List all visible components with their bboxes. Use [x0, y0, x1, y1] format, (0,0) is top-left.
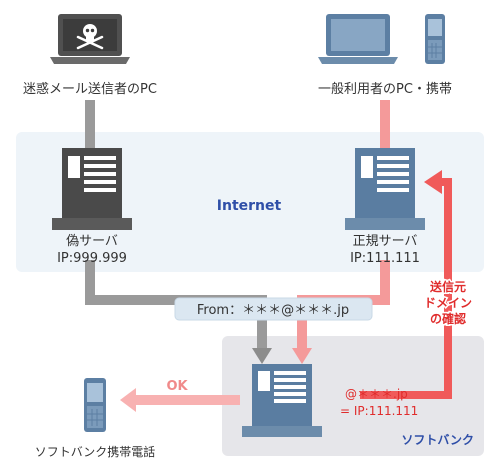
internet-label: Internet: [217, 198, 282, 214]
verify-label-line1: 送信元: [429, 279, 466, 294]
domain-match-line1: @＊＊＊.jp: [345, 387, 408, 401]
verify-label-line3: の確認: [430, 311, 466, 326]
verify-label-line2: ドメイン: [424, 296, 472, 310]
spam-route-arrowhead: [252, 348, 272, 364]
real-server-name: 正規サーバ: [353, 234, 418, 249]
domain-match-line2: = IP:111.111: [340, 404, 418, 418]
mobile-phone-icon: [425, 14, 445, 64]
softbank-server-icon: [242, 364, 322, 437]
from-header-box: [174, 297, 373, 321]
softbank-phone-icon: [84, 378, 106, 432]
ok-label: OK: [166, 379, 188, 394]
spam-pc-label: 迷惑メール送信者のPC: [23, 81, 157, 97]
fake-server-ip: IP:999.999: [57, 251, 127, 266]
domain-verify-arrow: [360, 170, 452, 399]
real-server-ip: IP:111.111: [350, 251, 420, 266]
legit-route-arrowhead: [292, 348, 312, 364]
fake-server-icon: [52, 148, 132, 230]
skull-laptop-icon: [50, 14, 130, 64]
real-server-icon: [345, 148, 425, 230]
user-pc-label: 一般利用者のPC・携帯: [318, 81, 452, 97]
laptop-icon: [318, 14, 398, 64]
softbank-label: ソフトバンク: [401, 433, 474, 447]
from-header-text: From：＊＊＊@＊＊＊.jp: [197, 303, 349, 318]
fake-server-name: 偽サーバ: [66, 234, 118, 249]
ok-arrow: [120, 388, 240, 412]
softbank-phone-label: ソフトバンク携帯電話: [35, 444, 156, 459]
